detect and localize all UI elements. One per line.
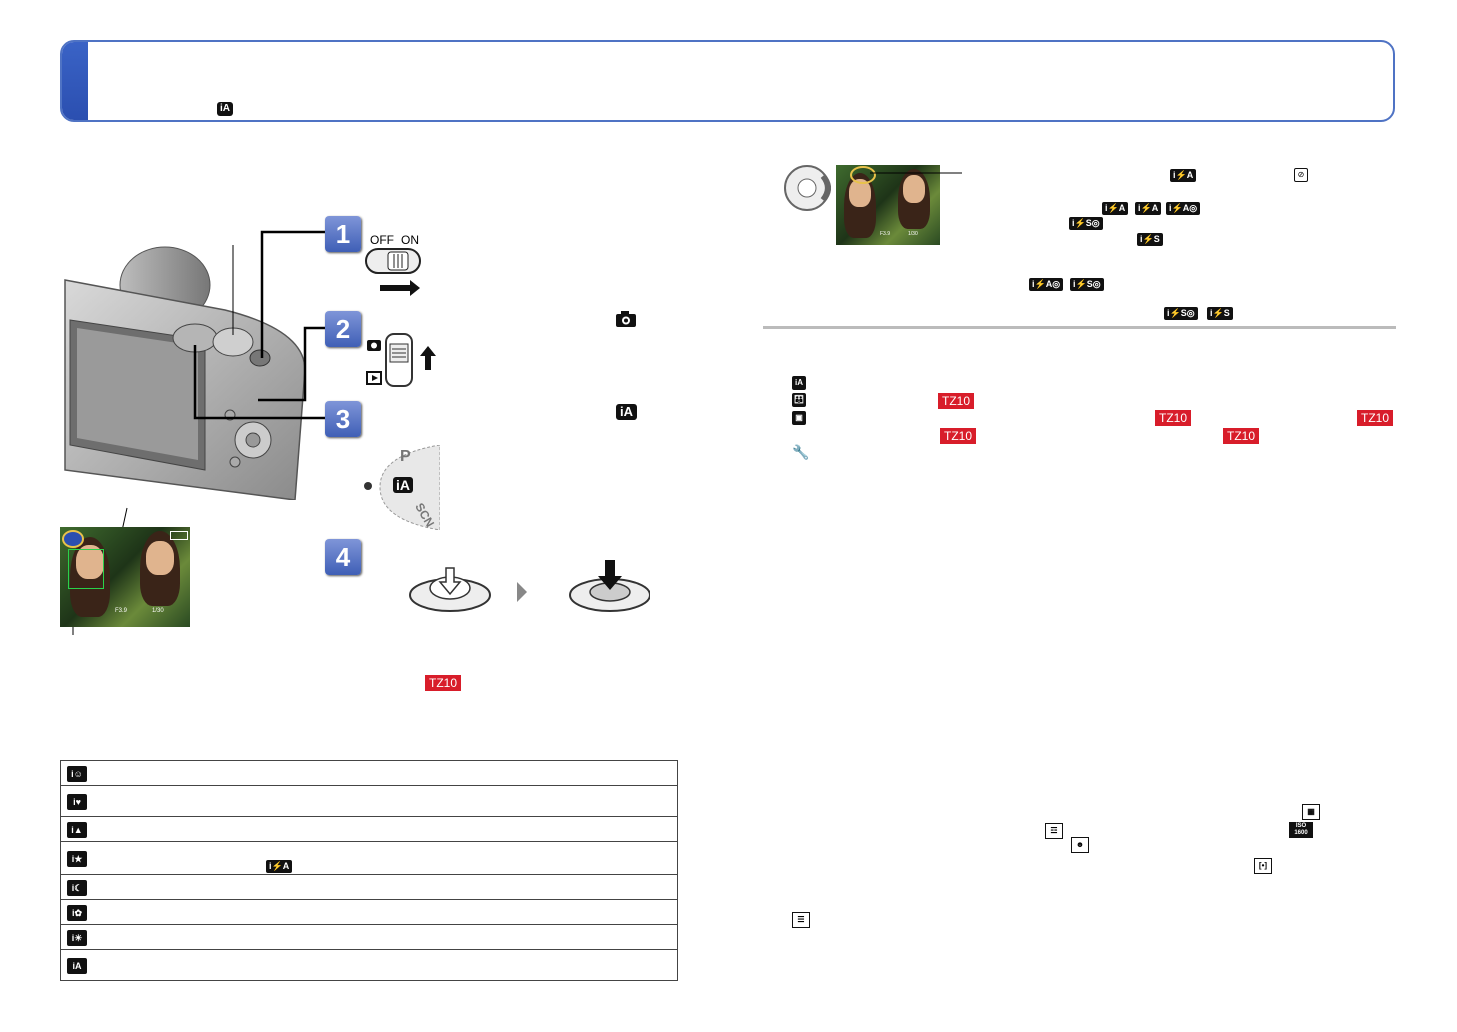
tz10-badge: TZ10 [1223, 428, 1260, 444]
tz10-badge: TZ10 [940, 428, 977, 444]
i-night-portrait-icon: i★ [67, 851, 87, 867]
step-3-badge: 3 [325, 401, 361, 437]
grid-icon: ▦ [1302, 804, 1320, 820]
table-row: i☺ [60, 760, 678, 786]
flash-auto-icon: i⚡A [266, 860, 293, 873]
switch-off-label: OFF [370, 233, 394, 247]
camera-illustration [64, 246, 306, 500]
shutter-readout-small: 1/30 [908, 231, 918, 237]
table-row: i☾ [60, 874, 678, 900]
step-1-badge: 1 [325, 216, 361, 252]
scene-detect-icon [62, 530, 84, 548]
ia-menu-icon: iA [792, 376, 806, 390]
page-header: iA [60, 40, 1395, 122]
power-switch[interactable] [364, 247, 428, 299]
table-row: i★ i⚡A [60, 841, 678, 875]
dial-letter-ia: iA [393, 477, 413, 493]
i-night-scenery-icon: i☾ [67, 880, 87, 896]
face-detect-icon: ☻ [1071, 837, 1089, 853]
tz10-badge: TZ10 [938, 393, 975, 409]
flash-slow-icon: i⚡S [1207, 307, 1233, 320]
i-baby-icon: i♥ [67, 794, 87, 810]
table-row: i♥ [60, 785, 678, 817]
lcd-screen-left: F3.9 1/30 [60, 527, 190, 627]
tz10-badge: TZ10 [1155, 410, 1192, 426]
baby-icon: 👪 [792, 393, 806, 407]
spot-metering-icon: [•] [1254, 858, 1272, 874]
flash-slow-icon: i⚡S [1137, 233, 1163, 246]
ia-mode-icon: iA [217, 102, 233, 116]
flash-auto-redeye-icon: i⚡A◎ [1166, 202, 1201, 215]
scene-table: i☺ i♥ i▲ i★ i⚡A i☾ i✿ i☀ iA [60, 760, 678, 981]
dial-letter-p: P [400, 448, 411, 465]
i-macro-icon: i✿ [67, 905, 87, 921]
face-recognition-icon: ☲ [1045, 823, 1063, 839]
i-sunset-icon: i☀ [67, 930, 87, 946]
i-scenery-icon: i▲ [67, 822, 87, 838]
header-tab [62, 42, 88, 120]
wrench-icon: 🔧 [792, 444, 810, 460]
tz10-badge: TZ10 [425, 675, 462, 691]
flash-slow-redeye-icon: i⚡S◎ [1070, 278, 1104, 291]
flash-auto-icon: i⚡A [1102, 202, 1129, 215]
suitcase-icon: ▣ [792, 411, 806, 425]
ia-icon-step3: iA [616, 404, 637, 420]
directional-pad[interactable] [783, 164, 831, 212]
flash-auto-icon: i⚡A [1170, 169, 1197, 182]
battery-icon [170, 531, 188, 540]
ia-icon: iA [67, 958, 87, 974]
aperture-readout-small: F3.9 [880, 231, 891, 237]
i-portrait-icon: i☺ [67, 766, 87, 782]
shutter-readout: 1/30 [152, 608, 164, 614]
flash-slow-redeye-icon: i⚡S◎ [1069, 217, 1103, 230]
flash-slow-redeye-icon: i⚡S◎ [1164, 307, 1198, 320]
table-row: iA [60, 949, 678, 981]
camera-icon [616, 311, 636, 327]
flash-auto-icon: i⚡A [1135, 202, 1162, 215]
flash-icon-highlight [850, 166, 876, 184]
step-4-badge: 4 [325, 539, 361, 575]
flash-callout-line [870, 172, 962, 174]
flash-auto-redeye-icon: i⚡A◎ [1029, 278, 1064, 291]
table-row: i✿ [60, 899, 678, 925]
shutter-button-illustration [409, 560, 650, 612]
rec-play-switch[interactable] [364, 330, 439, 390]
step-2-badge: 2 [325, 311, 361, 347]
switch-on-label: ON [401, 233, 419, 247]
lcd-screen-right: F3.9 1/30 [836, 165, 940, 245]
table-row: i☀ [60, 924, 678, 950]
menu-list-icon: ☰ [792, 912, 810, 928]
flash-off-icon: ⊘ [1294, 168, 1308, 182]
section-divider [763, 326, 1396, 329]
tz10-badge: TZ10 [1357, 410, 1394, 426]
table-row: i▲ [60, 816, 678, 842]
aperture-readout: F3.9 [115, 608, 128, 614]
